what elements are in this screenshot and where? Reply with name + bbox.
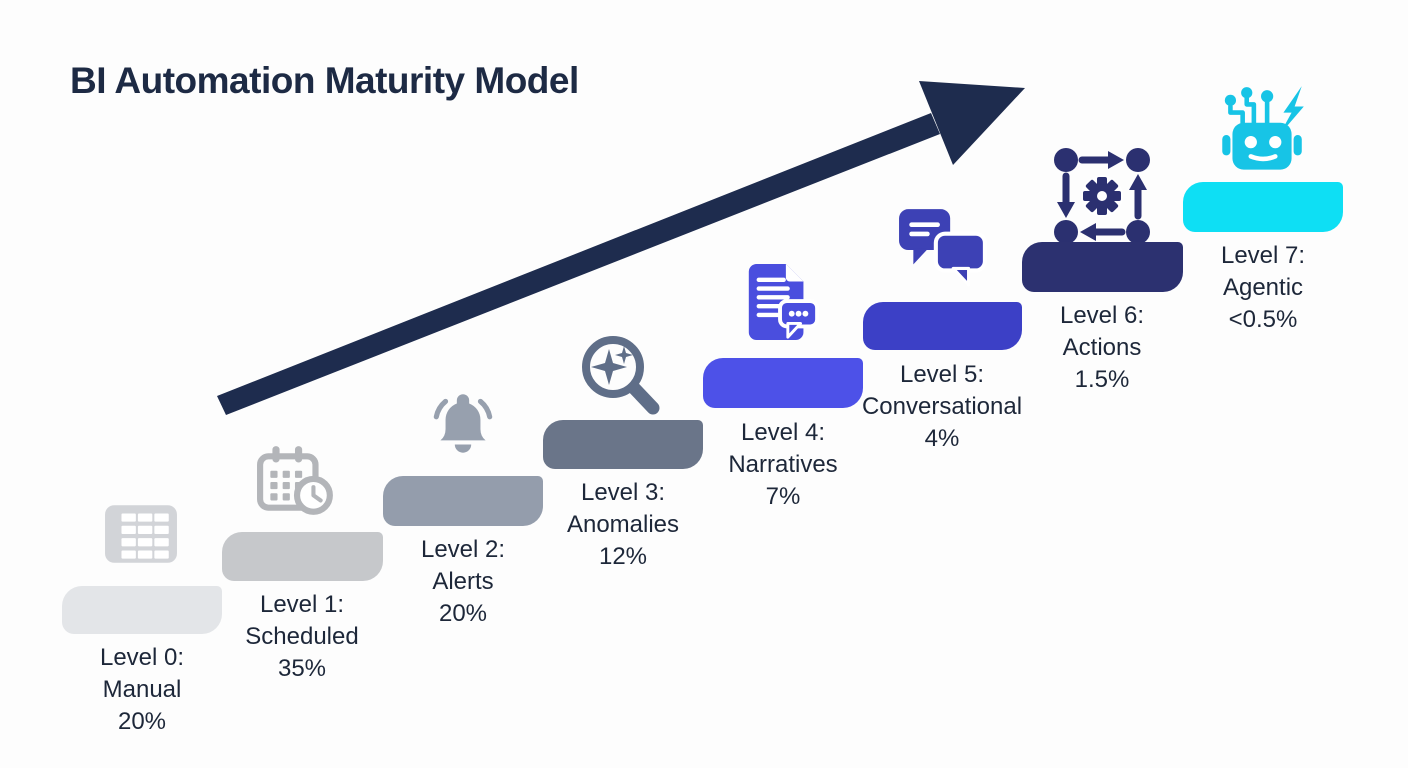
level-percentage: <0.5% <box>1228 306 1298 333</box>
step-caption: Level 1: Scheduled 35% <box>187 589 417 685</box>
level-percentage: 7% <box>765 483 801 510</box>
level-label: Level 4: <box>740 419 826 446</box>
chat-bubbles-icon <box>897 205 989 293</box>
level-label: Level 0: <box>99 644 185 671</box>
step-caption: Level 4: Narratives 7% <box>668 417 898 513</box>
sparkle-magnifier-icon <box>577 331 665 423</box>
level-name: Actions <box>1062 334 1142 361</box>
level-label: Level 3: <box>580 479 666 506</box>
level-percentage: 12% <box>598 543 648 570</box>
level-name: Anomalies <box>566 511 680 538</box>
step-caption: Level 6: Actions 1.5% <box>987 300 1217 396</box>
calendar-clock-icon <box>256 446 336 518</box>
step-bar <box>543 420 703 469</box>
step-caption: Level 7: Agentic <0.5% <box>1148 240 1378 336</box>
step-bar <box>1022 242 1183 292</box>
level-percentage: 4% <box>924 425 960 452</box>
robot-icon <box>1208 84 1314 186</box>
step-bar <box>222 532 383 581</box>
level-percentage: 1.5% <box>1074 366 1130 393</box>
level-name: Manual <box>102 676 182 703</box>
step-bar <box>703 358 863 408</box>
level-label: Level 5: <box>899 361 985 388</box>
document-chat-icon <box>740 262 822 342</box>
step-caption: Level 5: Conversational 4% <box>827 359 1057 455</box>
step-bar <box>863 302 1022 350</box>
level-name: Alerts <box>432 568 494 595</box>
workflow-gear-icon <box>1052 146 1152 246</box>
level-percentage: 35% <box>277 655 327 682</box>
level-name: Scheduled <box>245 623 359 650</box>
step-caption: Level 2: Alerts 20% <box>348 534 578 630</box>
level-name: Conversational <box>861 393 1023 420</box>
bell-icon <box>424 388 502 462</box>
table-grid-icon <box>104 502 178 566</box>
level-percentage: 20% <box>117 708 167 735</box>
level-label: Level 1: <box>259 591 345 618</box>
step-caption: Level 0: Manual 20% <box>27 642 257 738</box>
level-name: Narratives <box>728 451 838 478</box>
step-caption: Level 3: Anomalies 12% <box>508 477 738 573</box>
step-bar <box>62 586 222 634</box>
step-bar <box>383 476 543 526</box>
level-name: Agentic <box>1222 274 1304 301</box>
page-title: BI Automation Maturity Model <box>70 60 579 101</box>
step-bar <box>1183 182 1343 232</box>
level-label: Level 2: <box>420 536 506 563</box>
level-label: Level 6: <box>1059 302 1145 329</box>
level-percentage: 20% <box>438 600 488 627</box>
level-label: Level 7: <box>1220 242 1306 269</box>
